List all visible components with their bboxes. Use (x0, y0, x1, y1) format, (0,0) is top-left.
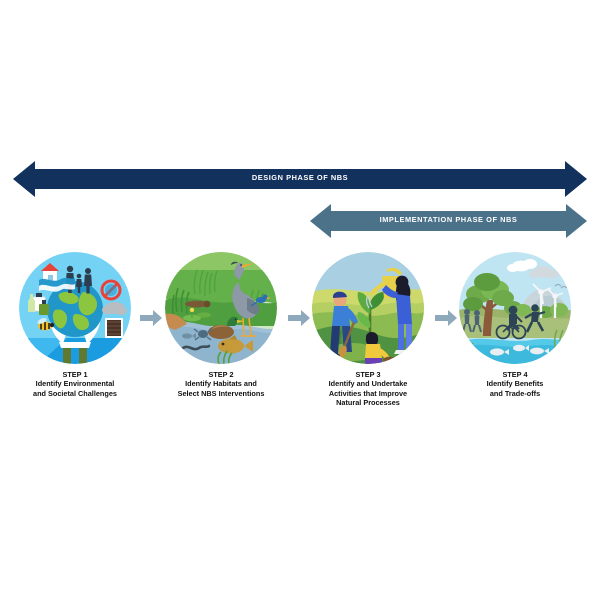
step-1-line1: Identify Environmental (35, 379, 115, 389)
step-2-line2: Select NBS Interventions (177, 388, 265, 398)
step-1-title: STEP 1 (62, 370, 88, 379)
step-3-line3: Natural Processes (336, 398, 400, 408)
implementation-phase-arrow: IMPLEMENTATION PHASE OF NBS (310, 202, 587, 240)
steps-row: STEP 1 Identify Environmental and Societ… (0, 252, 600, 432)
step-4-line1: Identify Benefits (486, 379, 544, 389)
step-3-line2: Activities that Improve (328, 388, 408, 398)
step-1[interactable]: STEP 1 Identify Environmental and Societ… (7, 252, 143, 398)
park-river-windturbines-benefits-illustration (459, 252, 571, 364)
step-1-line2: and Societal Challenges (33, 388, 117, 398)
globe-in-hands-challenges-illustration (19, 252, 131, 364)
step-4-caption: STEP 4 Identify Benefits and Trade-offs (447, 370, 583, 398)
design-phase-arrow: DESIGN PHASE OF NBS (13, 159, 587, 199)
step-4-line2: and Trade-offs (489, 388, 541, 398)
wetland-habitat-heron-illustration (165, 252, 277, 364)
connector-3-4 (435, 310, 457, 326)
connector-1-2 (140, 310, 162, 326)
connector-2-3 (288, 310, 310, 326)
step-2[interactable]: STEP 2 Identify Habitats and Select NBS … (153, 252, 289, 398)
step-3-image-wrap (312, 252, 424, 364)
step-2-caption: STEP 2 Identify Habitats and Select NBS … (153, 370, 289, 398)
implementation-phase-label: IMPLEMENTATION PHASE OF NBS (379, 215, 518, 224)
step-1-image-wrap (19, 252, 131, 364)
step-3[interactable]: STEP 3 Identify and Undertake Activities… (300, 252, 436, 408)
step-2-title: STEP 2 (208, 370, 234, 379)
step-4-image-wrap (459, 252, 571, 364)
step-2-image-wrap (165, 252, 277, 364)
design-phase-arrow-shape (13, 161, 587, 197)
step-3-title: STEP 3 (355, 370, 381, 379)
step-3-line1: Identify and Undertake (328, 379, 408, 389)
step-2-line1: Identify Habitats and (185, 379, 257, 389)
step-4-title: STEP 4 (502, 370, 528, 379)
implementation-phase-arrow-shape (310, 204, 587, 238)
people-planting-watering-illustration (312, 252, 424, 364)
design-phase-label: DESIGN PHASE OF NBS (251, 173, 349, 182)
step-1-caption: STEP 1 Identify Environmental and Societ… (7, 370, 143, 398)
step-3-caption: STEP 3 Identify and Undertake Activities… (300, 370, 436, 408)
step-4[interactable]: STEP 4 Identify Benefits and Trade-offs (447, 252, 583, 398)
